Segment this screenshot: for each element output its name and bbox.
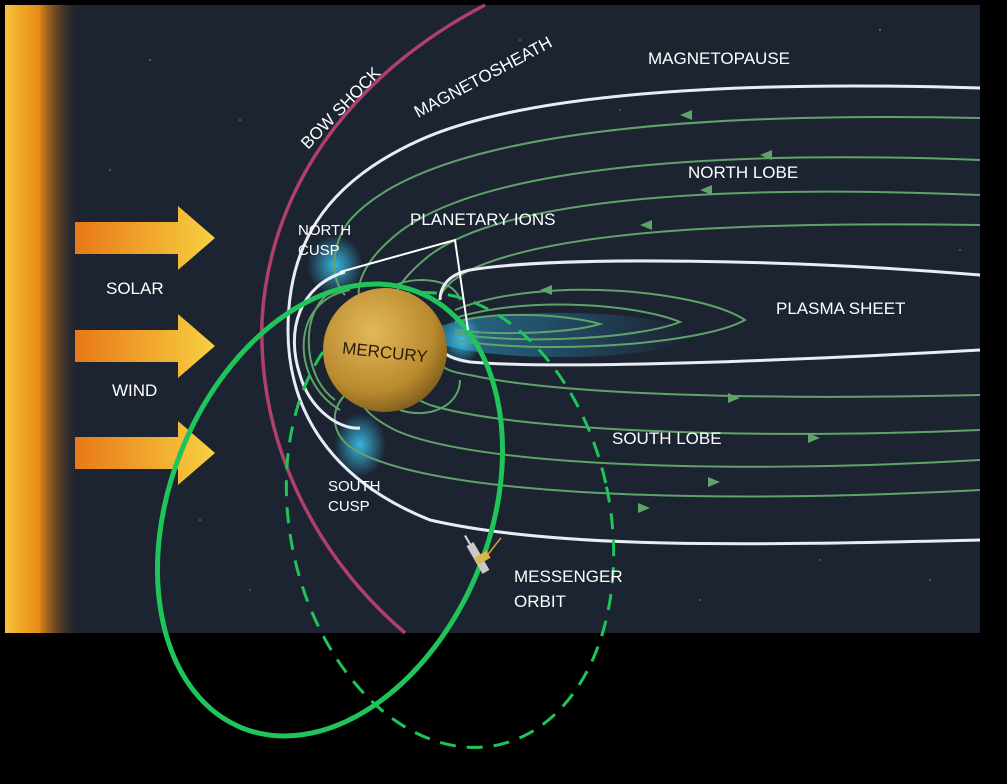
plasma-sheet-upper — [438, 259, 981, 301]
south-cusp-glow — [334, 413, 386, 477]
sun — [5, 5, 80, 633]
bow-shock-line — [260, 3, 486, 635]
wind-label: WIND — [112, 381, 157, 400]
plasma-sheet-label: PLASMA SHEET — [776, 299, 905, 318]
orbit-solid — [154, 281, 506, 739]
ion-glow — [442, 316, 482, 364]
mercury-planet — [323, 288, 447, 412]
messenger-orbit-label-2: ORBIT — [514, 592, 566, 611]
south-cusp-label-2: CUSP — [328, 498, 370, 515]
plasma-glow — [430, 313, 690, 357]
south-lobe-label: SOUTH LOBE — [612, 429, 722, 448]
planetary-ions-label: PLANETARY IONS — [410, 210, 556, 229]
solar-label: SOLAR — [106, 279, 164, 298]
field-arrows — [540, 110, 820, 513]
stars — [109, 29, 961, 601]
south-cusp-label-1: SOUTH — [328, 478, 381, 495]
magnetopause-label: MAGNETOPAUSE — [648, 49, 790, 68]
north-cusp-label-2: CUSP — [298, 242, 340, 259]
messenger-spacecraft-icon — [464, 534, 502, 574]
plasma-sheet-lower — [438, 344, 981, 367]
planetary-ions-pointer — [339, 238, 469, 331]
magnetopause-line — [286, 84, 981, 546]
solar-wind-arrow-icon — [75, 206, 215, 485]
inner-boundary — [292, 270, 361, 430]
north-cusp-label-1: NORTH — [298, 222, 351, 239]
messenger-orbit-label-1: MESSENGER — [514, 567, 623, 586]
north-lobe-label: NORTH LOBE — [688, 163, 798, 182]
